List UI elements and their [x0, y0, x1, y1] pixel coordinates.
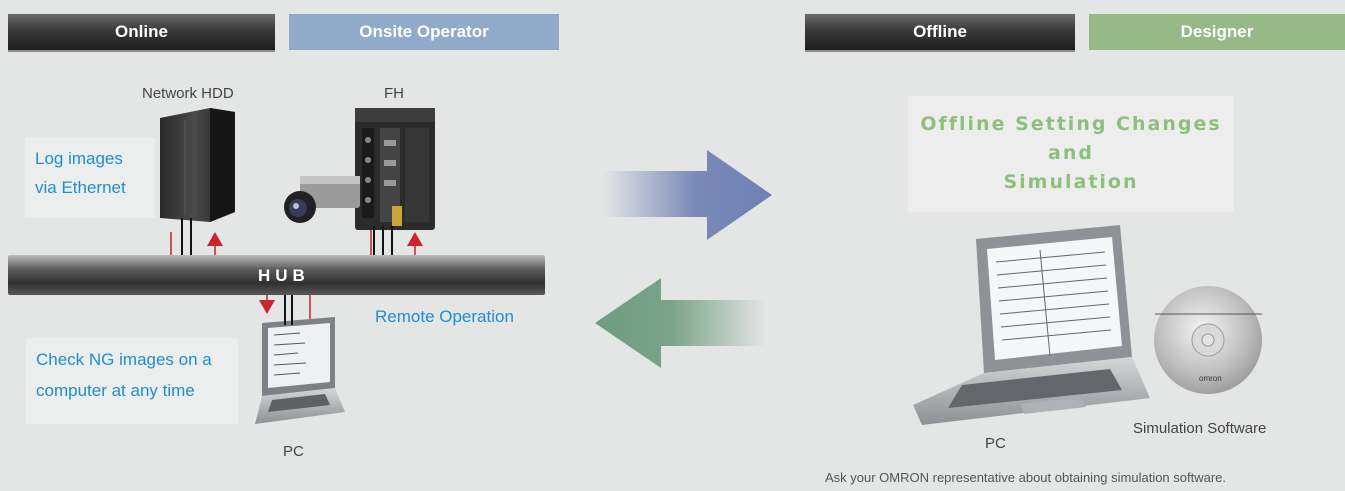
pc-right-label: PC	[985, 435, 1006, 452]
check-ng-line-1: Check NG images on a	[36, 350, 212, 369]
network-hdd-label: Network HDD	[142, 85, 234, 102]
tab-onsite-operator[interactable]: Onsite Operator	[289, 14, 559, 50]
offline-box-line-3: Simulation	[1003, 171, 1139, 193]
log-images-line-1: Log images	[35, 149, 123, 168]
fh-cables	[373, 226, 393, 256]
network-hdd-icon	[160, 108, 235, 222]
arrow-right-icon	[603, 150, 772, 240]
check-ng-line-2: computer at any time	[36, 381, 195, 400]
arrow-left-icon	[595, 278, 766, 368]
tab-online[interactable]: Online	[8, 14, 275, 52]
hub-bar	[8, 255, 545, 295]
fh-label: FH	[384, 85, 404, 102]
simulation-software-label: Simulation Software	[1133, 420, 1267, 437]
hdd-cables	[181, 218, 192, 256]
check-ng-callout: Check NG images on a computer at any tim…	[26, 338, 238, 424]
log-images-line-2: via Ethernet	[35, 178, 126, 197]
footnote: Ask your OMRON representative about obta…	[825, 470, 1227, 485]
pc-cables	[284, 292, 293, 325]
red-arrowheads	[207, 232, 423, 314]
remote-operation-label: Remote Operation	[375, 307, 514, 326]
camera-icon	[284, 176, 360, 223]
log-images-callout: Log images via Ethernet	[25, 138, 155, 218]
pc-laptop-icon	[255, 317, 345, 424]
offline-setting-box: Offline Setting Changes and Simulation	[908, 96, 1234, 212]
pc-laptop-large-icon	[913, 225, 1150, 425]
tab-offline[interactable]: Offline	[805, 14, 1075, 52]
tab-designer[interactable]: Designer	[1089, 14, 1345, 50]
cd-brand-label: omron	[1199, 374, 1222, 383]
offline-box-line-1: Offline Setting Changes	[920, 113, 1222, 135]
hub-label: HUB	[258, 266, 310, 285]
cd-icon	[1154, 286, 1262, 394]
offline-box-line-2: and	[1048, 142, 1094, 164]
fh-controller-icon	[355, 108, 435, 230]
pc-label: PC	[283, 443, 304, 460]
